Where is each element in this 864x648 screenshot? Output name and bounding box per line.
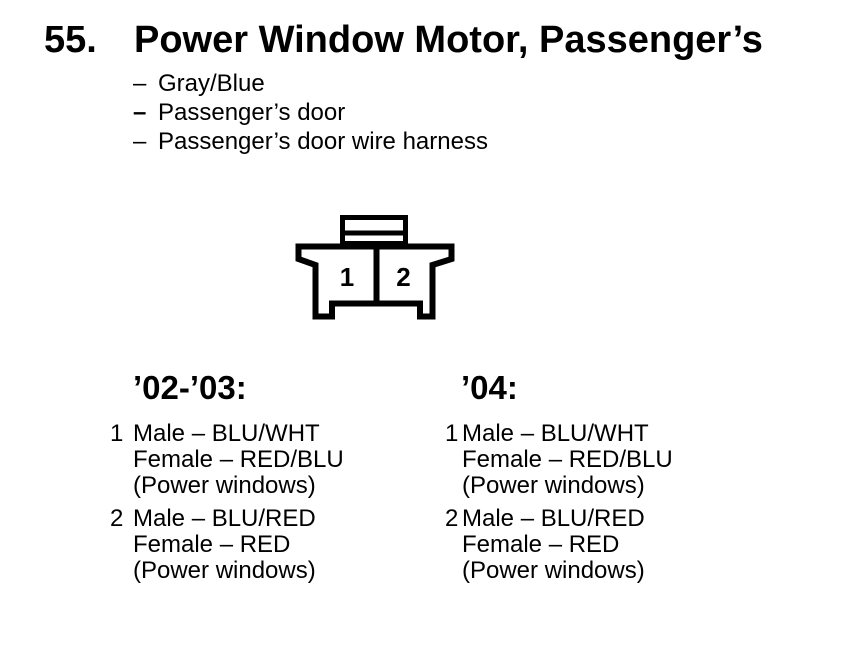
column-02-03: ’02-’03: 1 Male – BLU/WHT Female – RED/B… [110, 371, 344, 584]
bullet-item: – Gray/Blue [133, 69, 488, 98]
bullet-text: Passenger’s door [158, 99, 346, 126]
pin-number: 1 [110, 420, 124, 447]
connector-pin-label-1: 1 [340, 262, 354, 292]
bullet-text: Gray/Blue [158, 70, 265, 97]
pin-number: 1 [445, 420, 459, 447]
pin-number: 2 [445, 505, 459, 532]
pin-entry: 2 Male – BLU/RED Female – RED (Power win… [445, 506, 673, 584]
pin-description: Male – BLU/WHT Female – RED/BLU (Power w… [462, 421, 673, 499]
page-title: Power Window Motor, Passenger’s [134, 19, 763, 61]
pin-line-female: Female – RED [462, 531, 620, 558]
pin-description: Male – BLU/RED Female – RED (Power windo… [133, 506, 316, 584]
connector-pin-label-2: 2 [396, 262, 410, 292]
pin-description: Male – BLU/RED Female – RED (Power windo… [462, 506, 645, 584]
pin-line-function: (Power windows) [462, 557, 645, 584]
pin-line-female: Female – RED/BLU [133, 446, 344, 473]
pin-line-function: (Power windows) [462, 472, 645, 499]
pin-entry: 1 Male – BLU/WHT Female – RED/BLU (Power… [110, 421, 344, 499]
pin-line-male: Male – BLU/RED [133, 505, 316, 532]
pin-entry-list: 1 Male – BLU/WHT Female – RED/BLU (Power… [445, 421, 673, 584]
bullet-list: – Gray/Blue – Passenger’s door – Passeng… [133, 69, 488, 156]
pin-line-function: (Power windows) [133, 557, 316, 584]
pin-line-male: Male – BLU/WHT [133, 420, 320, 447]
bullet-item: – Passenger’s door [133, 98, 488, 127]
pin-description: Male – BLU/WHT Female – RED/BLU (Power w… [133, 421, 344, 499]
column-heading: ’04: [461, 369, 518, 406]
pin-entry: 2 Male – BLU/RED Female – RED (Power win… [110, 506, 344, 584]
pin-line-female: Female – RED/BLU [462, 446, 673, 473]
pin-line-male: Male – BLU/WHT [462, 420, 649, 447]
pin-line-function: (Power windows) [133, 472, 316, 499]
bullet-dash: – [133, 99, 147, 126]
bullet-text: Passenger’s door wire harness [158, 128, 488, 155]
pin-entry-list: 1 Male – BLU/WHT Female – RED/BLU (Power… [110, 421, 344, 584]
pin-entry: 1 Male – BLU/WHT Female – RED/BLU (Power… [445, 421, 673, 499]
column-heading: ’02-’03: [133, 369, 247, 406]
connector-diagram: 1 2 [295, 215, 455, 320]
pin-number: 2 [110, 505, 124, 532]
pin-line-male: Male – BLU/RED [462, 505, 645, 532]
page-number: 55. [44, 19, 97, 61]
bullet-dash: – [133, 128, 147, 155]
column-04: ’04: 1 Male – BLU/WHT Female – RED/BLU (… [445, 371, 673, 584]
bullet-dash: – [133, 70, 147, 97]
pin-line-female: Female – RED [133, 531, 291, 558]
bullet-item: – Passenger’s door wire harness [133, 127, 488, 156]
